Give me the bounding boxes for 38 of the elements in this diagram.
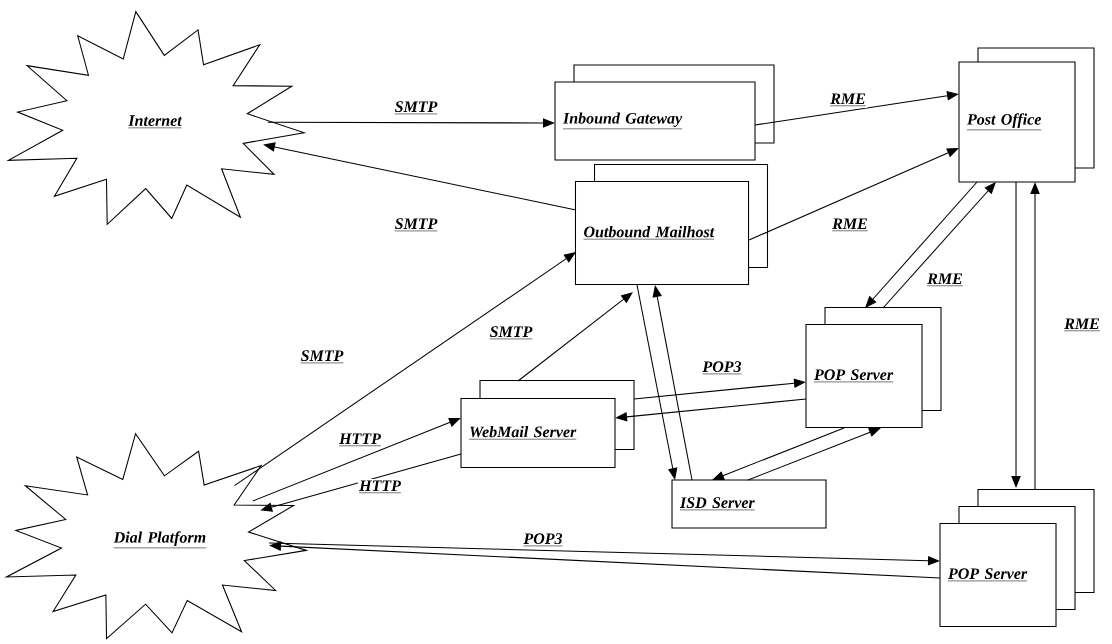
arrow	[652, 285, 693, 481]
arrow	[268, 542, 940, 566]
edge-label: RME	[828, 92, 868, 108]
stacked-server-box: POP Server	[805, 306, 942, 428]
arrow	[633, 378, 806, 400]
arrow	[748, 148, 959, 241]
arrow	[865, 181, 978, 308]
arrow	[252, 418, 461, 502]
arrow	[1011, 181, 1021, 488]
server-box: ISD Server	[671, 479, 827, 529]
arrow	[882, 182, 996, 309]
edge-label: SMTP	[488, 324, 534, 342]
edge-label: HTTP	[337, 432, 383, 448]
edge-label: RME	[925, 272, 965, 288]
arrow	[517, 292, 633, 382]
arrow	[615, 398, 807, 422]
arrow	[263, 142, 577, 211]
stacked-server-box: Outbound Mailhost	[574, 163, 769, 285]
edge-label: SMTP	[393, 216, 439, 234]
arrow	[267, 118, 555, 128]
edge-label: SMTP	[393, 99, 439, 117]
edge-label: POP3	[522, 531, 564, 549]
arrow	[269, 541, 941, 579]
edge-label: RME	[1062, 317, 1102, 333]
edge-label: SMTP	[299, 348, 345, 366]
arrow	[233, 252, 576, 487]
edge-label: RME	[830, 217, 870, 233]
stacked-server-box: POP Server	[939, 488, 1095, 627]
arrow	[636, 284, 678, 480]
arrow	[712, 427, 845, 481]
arrow	[747, 427, 881, 481]
arrow	[1030, 182, 1040, 490]
stacked-server-box: WebMail Server	[460, 379, 635, 469]
edge-label: POP3	[701, 359, 743, 377]
edge-label: HTTP	[357, 479, 403, 495]
stacked-server-box: Inbound Gateway	[554, 64, 775, 161]
arrow	[754, 91, 959, 126]
stacked-server-box: Post Office	[958, 47, 1095, 183]
